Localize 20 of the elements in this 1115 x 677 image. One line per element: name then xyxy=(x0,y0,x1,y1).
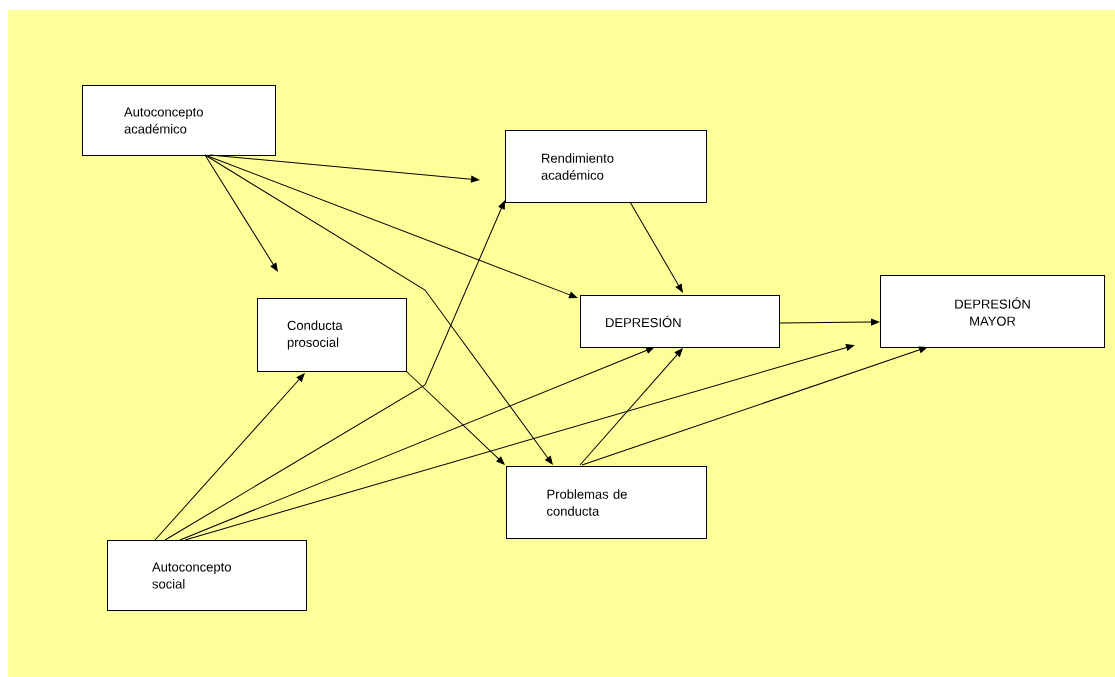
arrow xyxy=(209,154,480,183)
arrow xyxy=(778,318,880,326)
text-box: Rendimiento académico xyxy=(505,130,707,203)
text-box: Autoconcepto académico xyxy=(82,85,276,156)
arrow xyxy=(154,373,305,541)
arrow xyxy=(164,200,505,541)
arrow xyxy=(204,154,553,465)
arrow xyxy=(179,347,655,541)
text-box: Autoconcepto social xyxy=(107,540,307,611)
text-box: DEPRESIÓN xyxy=(580,295,780,348)
arrow xyxy=(184,344,855,541)
arrow xyxy=(579,348,683,466)
text-box: DEPRESIÓN MAYOR xyxy=(880,275,1105,348)
arrow xyxy=(405,370,505,465)
arrow xyxy=(629,201,683,293)
arrow xyxy=(204,154,578,299)
text-box: Conducta prosocial xyxy=(257,298,407,372)
arrow xyxy=(581,346,928,466)
arrow xyxy=(204,154,278,272)
text-box: Problemas de conducta xyxy=(506,466,707,539)
